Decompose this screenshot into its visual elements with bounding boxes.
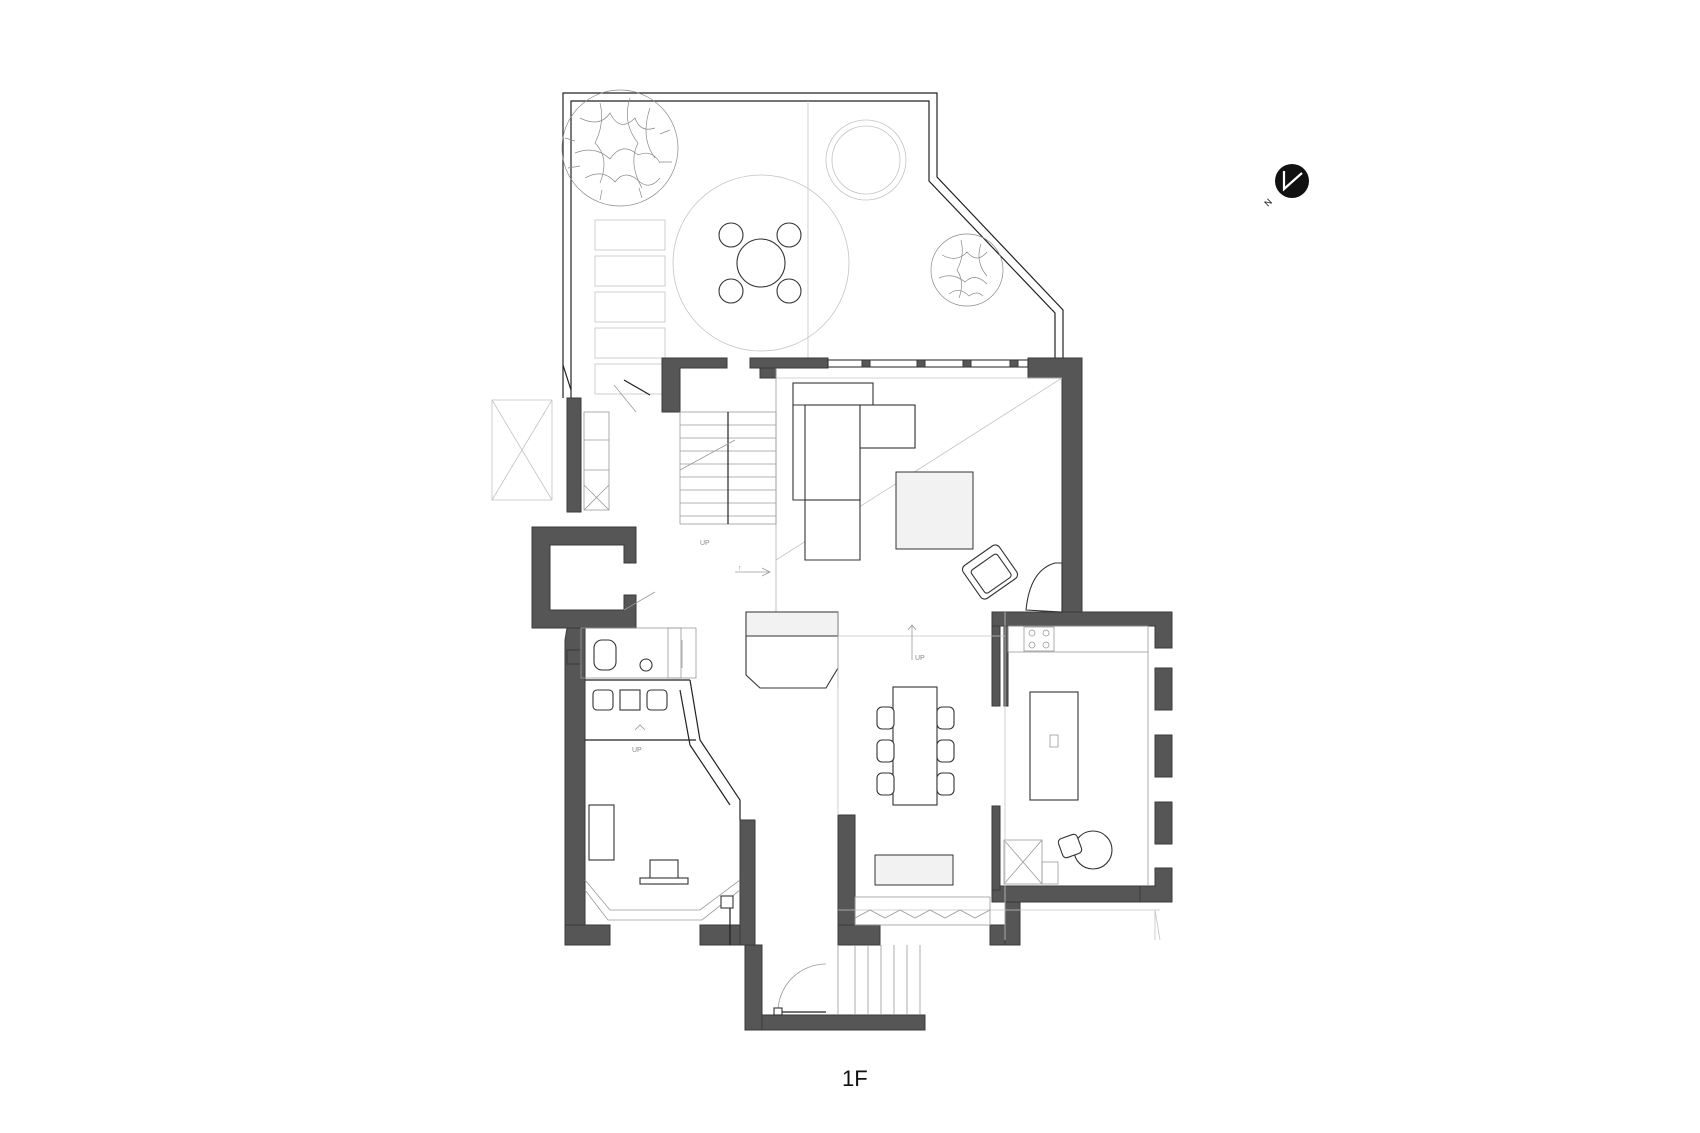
tree-icon <box>561 89 679 207</box>
north-arrow-icon: N <box>1262 164 1309 208</box>
cooktop <box>1023 626 1055 652</box>
bench <box>588 804 615 861</box>
kitchen <box>1003 612 1161 941</box>
outdoor-dining-set <box>672 174 850 352</box>
svg-text:↑: ↑ <box>738 565 742 572</box>
coffee-table <box>895 471 974 550</box>
round-table-with-chair <box>1057 830 1113 870</box>
fireplace <box>1025 562 1063 613</box>
bathroom <box>580 627 697 679</box>
bedroom: UP <box>584 679 741 945</box>
terrace <box>491 89 1064 501</box>
entrance <box>773 945 921 1016</box>
dining-table-set <box>876 686 955 806</box>
kitchen-island <box>1029 691 1079 801</box>
walls <box>531 357 1173 1031</box>
hall-counter <box>745 611 839 689</box>
shrub-icon <box>930 233 1004 307</box>
floor-label: 1F <box>842 1066 868 1091</box>
dining-room: UP <box>837 624 1160 940</box>
armchair <box>961 544 1019 600</box>
sink <box>639 658 653 672</box>
round-planter <box>825 119 907 201</box>
stair-up-label-3: UP <box>915 655 925 662</box>
hall: ↑ <box>562 364 839 689</box>
stair-up-label-2: UP <box>632 747 642 754</box>
storage-cabinets <box>583 411 610 511</box>
sectional-sofa <box>792 382 916 561</box>
laundry <box>1003 839 1059 885</box>
living-room <box>775 368 1063 620</box>
entry-steps <box>854 945 921 1015</box>
stair-up-label-1: UP <box>700 540 710 547</box>
paving-slabs <box>594 219 666 395</box>
sideboard <box>874 854 954 886</box>
skylight <box>491 399 553 501</box>
toilet <box>593 639 617 671</box>
staircase: UP <box>679 411 777 547</box>
compass-label: N <box>1262 197 1274 209</box>
